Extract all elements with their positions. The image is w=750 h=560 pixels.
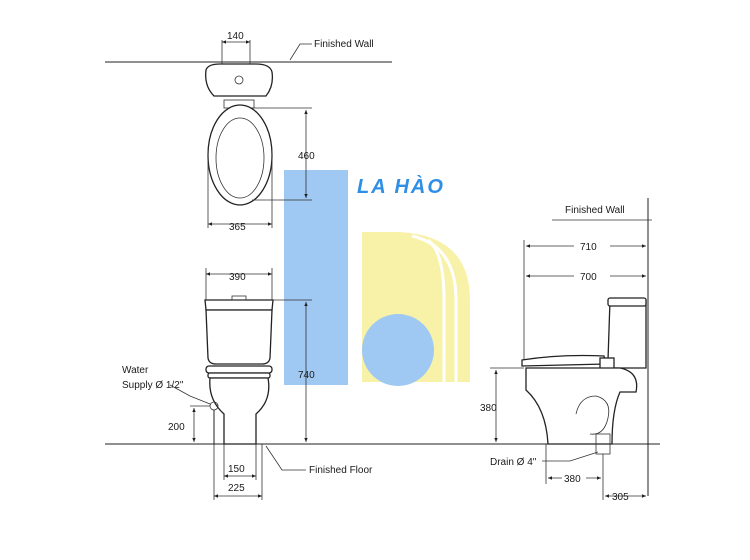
dim-base-outer: 225 xyxy=(228,483,245,494)
dim-depth-body: 700 xyxy=(580,272,597,283)
bowl-side-view xyxy=(525,367,638,445)
dim-total-height: 740 xyxy=(298,370,315,381)
tank-body-front xyxy=(205,309,273,365)
water-supply-label-line2: Supply Ø 1/2" xyxy=(122,380,184,391)
logo-blue-circle xyxy=(362,314,434,386)
dim-drain-to-front: 380 xyxy=(564,474,581,485)
water-supply-label-line1: Water xyxy=(122,365,149,376)
finished-wall-right-label: Finished Wall xyxy=(565,205,625,216)
water-supply-leader xyxy=(169,384,211,405)
finished-wall-top-label: Finished Wall xyxy=(314,39,374,50)
logo-yellow-arc-line-1 xyxy=(411,234,458,382)
logo-brand-text: LA HÀO xyxy=(357,175,445,198)
finished-wall-top-leader xyxy=(289,43,312,61)
seat-top-view xyxy=(207,104,273,206)
dim-top-tank-width: 140 xyxy=(227,31,244,42)
drain-label: Drain Ø 4" xyxy=(490,457,537,468)
dim-seat-height: 380 xyxy=(480,403,497,414)
dim-seat-depth: 460 xyxy=(298,151,315,162)
dim-label-bg xyxy=(574,268,610,282)
side-view: Finished Wall 710 700 380 Drain Ø 4" 380 xyxy=(480,198,652,503)
tank-lid-side xyxy=(607,297,647,307)
front-view: 390 740 Water Supply Ø 1/2" 200 150 225 xyxy=(122,268,373,500)
finished-floor-leader xyxy=(265,445,306,471)
flush-button-front xyxy=(231,295,247,301)
dim-label-bg xyxy=(574,238,610,252)
seat-ring-front xyxy=(207,372,271,379)
la-hao-logo: LA HÀO xyxy=(284,170,470,386)
top-view: Finished Wall 140 460 365 xyxy=(105,31,392,233)
finished-floor-label: Finished Floor xyxy=(309,465,373,476)
logo-blue-bar xyxy=(284,170,348,385)
logo-yellow-arc-line-2 xyxy=(427,238,446,382)
dim-drain-to-wall: 305 xyxy=(612,492,629,503)
bowl-front xyxy=(209,377,270,445)
seat-inner-outline xyxy=(215,117,265,199)
dim-depth-overall: 710 xyxy=(580,242,597,253)
trapway xyxy=(575,395,610,435)
tank-top-view xyxy=(205,63,274,97)
dim-label-bg xyxy=(562,470,586,484)
dim-front-tank-width: 390 xyxy=(229,272,246,283)
dim-seat-width: 365 xyxy=(229,222,246,233)
tank-lid-front xyxy=(204,299,274,311)
drain-leader xyxy=(542,451,599,462)
seat-front xyxy=(205,365,273,374)
seat-side xyxy=(521,354,607,367)
dim-supply-height: 200 xyxy=(168,422,185,433)
dim-base-inner: 150 xyxy=(228,464,245,475)
flush-button-top xyxy=(234,75,244,85)
